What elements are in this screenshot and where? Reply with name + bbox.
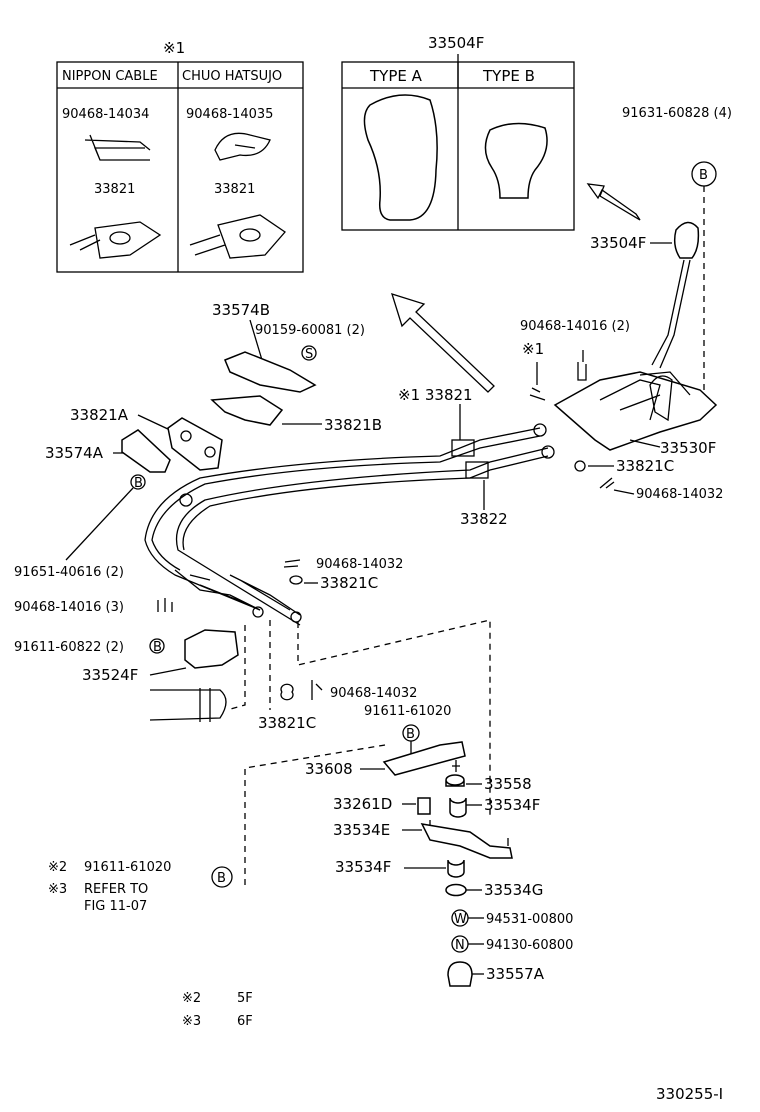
notes: ※2 91611-61020 B ※3 REFER TO FIG 11-07 ※… bbox=[48, 860, 723, 1103]
shift-bracket-icon bbox=[553, 371, 718, 451]
label-90468-14032-b: 90468-14032 bbox=[316, 557, 403, 572]
note2-mark: ※2 bbox=[48, 860, 67, 875]
label-91611-61020-top: 91611-61020 bbox=[364, 704, 451, 719]
inset-part-33821-b: 33821 bbox=[214, 182, 255, 197]
label-33821B: 33821B bbox=[324, 416, 382, 434]
inset-knob-types: 33504F TYPE A TYPE B bbox=[341, 34, 575, 231]
circle-b-mark-note: B bbox=[217, 871, 226, 886]
circle-b-mark-91611: B bbox=[153, 640, 162, 655]
clip-chuo-icon bbox=[214, 132, 271, 161]
label-33574B: 33574B bbox=[212, 301, 270, 319]
clip-33821A-icon bbox=[167, 417, 223, 471]
bracket-33524F-icon bbox=[184, 629, 239, 669]
inset-part-14034: 90468-14034 bbox=[62, 107, 149, 122]
label-90468-14032-c: 90468-14032 bbox=[330, 686, 417, 701]
cable-end-nippon-icon bbox=[69, 221, 162, 259]
circle-n-mark: N bbox=[455, 938, 465, 953]
knob-type-b-icon bbox=[484, 122, 548, 199]
label-94531: 94531-00800 bbox=[486, 912, 573, 927]
legend2-mark: ※2 bbox=[182, 991, 201, 1006]
inset-header-nippon: NIPPON CABLE bbox=[62, 69, 158, 84]
circle-s-mark: S bbox=[305, 347, 313, 362]
figure-id: 330255-I bbox=[656, 1085, 723, 1103]
clip-top-icon bbox=[577, 350, 587, 381]
label-90159: 90159-60081 (2) bbox=[255, 323, 365, 338]
arrow-to-inset-icon bbox=[391, 293, 495, 393]
circle-b-mark-top: B bbox=[699, 168, 708, 183]
label-33534F-b: 33534F bbox=[335, 858, 391, 876]
cable-33821-icon bbox=[144, 427, 541, 611]
circle-b-mark-linkage: B bbox=[406, 727, 415, 742]
label-33524F: 33524F bbox=[82, 666, 138, 684]
linkage-area: 91611-61020 B 33608 33558 33261D 33534F … bbox=[244, 704, 573, 987]
bracket-33821B-icon bbox=[210, 395, 284, 426]
note3-mark: ※3 bbox=[48, 882, 67, 897]
label-33821-mark: ※1 33821 bbox=[398, 386, 473, 404]
label-mark1: ※1 bbox=[522, 340, 544, 358]
lever-33534E-icon bbox=[420, 823, 513, 859]
clip-nippon-icon bbox=[84, 134, 151, 161]
shift-knob-icon bbox=[673, 221, 700, 259]
type-a-label: TYPE A bbox=[369, 67, 423, 85]
cable-area: 33574B 90159-60081 (2) S 33821B 33821A 3… bbox=[14, 301, 555, 815]
type-b-label: TYPE B bbox=[482, 67, 535, 85]
label-33534F-a: 33534F bbox=[484, 796, 540, 814]
legend3-mark: ※3 bbox=[182, 1014, 201, 1029]
legend3-val: 6F bbox=[237, 1014, 253, 1029]
inset-header-chuo: CHUO HATSUJO bbox=[182, 69, 282, 84]
circle-w-mark: W bbox=[454, 912, 467, 927]
label-33504F: 33504F bbox=[590, 234, 646, 252]
inset-knob-part: 33504F bbox=[428, 34, 484, 52]
inset-cable-variants: ※1 NIPPON CABLE CHUO HATSUJO 90468-14034… bbox=[56, 39, 304, 273]
label-33821A: 33821A bbox=[70, 406, 129, 424]
label-90468-14016-top: 90468-14016 (2) bbox=[520, 319, 630, 334]
label-33822: 33822 bbox=[460, 510, 508, 528]
knob-type-a-icon bbox=[363, 94, 438, 221]
label-33574A: 33574A bbox=[45, 444, 104, 462]
cable-end-lower-icon bbox=[174, 569, 301, 616]
bracket-33574B-icon bbox=[224, 351, 317, 393]
cable-sleeve-icon bbox=[149, 688, 227, 722]
cable-end-chuo-icon bbox=[189, 214, 286, 259]
label-33821C-top: 33821C bbox=[616, 457, 674, 475]
bushing-33557A-icon bbox=[447, 961, 473, 987]
arrow-to-knob-icon bbox=[586, 183, 641, 221]
label-33534E: 33534E bbox=[333, 821, 390, 839]
gasket-33574A-icon bbox=[121, 429, 171, 473]
label-91631: 91631-60828 (4) bbox=[622, 106, 732, 121]
note3-line1: REFER TO bbox=[84, 882, 148, 897]
label-33558: 33558 bbox=[484, 775, 532, 793]
label-33608: 33608 bbox=[305, 760, 353, 778]
label-90468-14016-left: 90468-14016 (3) bbox=[14, 600, 124, 615]
circle-b-mark-left: B bbox=[134, 476, 143, 491]
inset-mark: ※1 bbox=[163, 39, 185, 57]
label-33261D: 33261D bbox=[333, 795, 392, 813]
shift-lever-rod-icon bbox=[651, 259, 691, 369]
label-33534G: 33534G bbox=[484, 881, 543, 899]
cable-33822-icon bbox=[175, 447, 549, 626]
note3-line2: FIG 11-07 bbox=[84, 899, 147, 914]
label-33821C-mid: 33821C bbox=[320, 574, 378, 592]
shift-lever-assembly: 91631-60828 (4) B 33504F 33530F 90468-14… bbox=[520, 106, 732, 502]
inset-part-33821-a: 33821 bbox=[94, 182, 135, 197]
inset-part-14035: 90468-14035 bbox=[186, 107, 273, 122]
label-33821C-low: 33821C bbox=[258, 714, 316, 732]
inset-frame bbox=[56, 61, 304, 273]
note2-text: 91611-61020 bbox=[84, 860, 171, 875]
label-33557A: 33557A bbox=[486, 965, 545, 983]
lever-33608-icon bbox=[382, 741, 466, 776]
legend2-val: 5F bbox=[237, 991, 253, 1006]
label-94130: 94130-60800 bbox=[486, 938, 573, 953]
label-91611-60822: 91611-60822 (2) bbox=[14, 640, 124, 655]
label-90468-14032-a: 90468-14032 bbox=[636, 487, 723, 502]
label-33530F: 33530F bbox=[660, 439, 716, 457]
shift-lever-guide-icon bbox=[649, 375, 673, 422]
label-91651: 91651-40616 (2) bbox=[14, 565, 124, 580]
